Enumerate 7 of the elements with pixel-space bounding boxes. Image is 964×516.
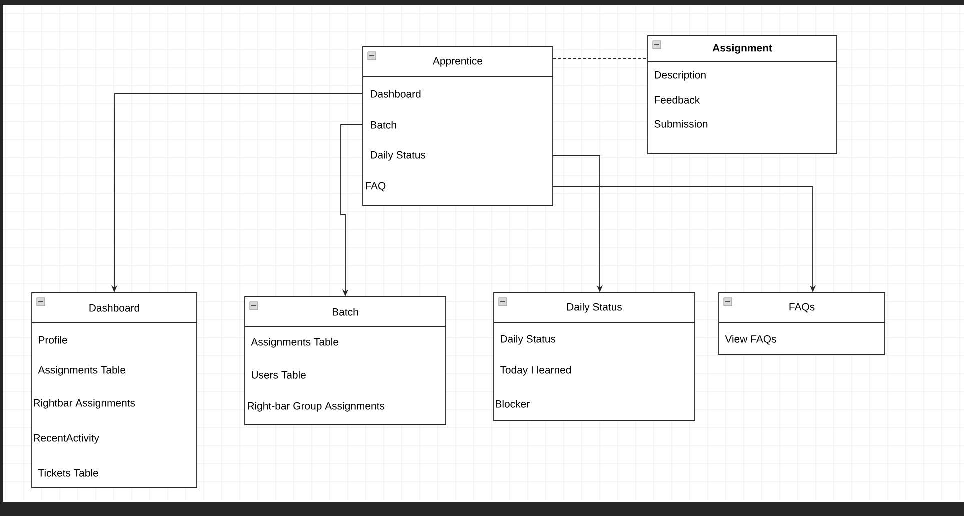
connector [553,58,648,60]
class-box: Apprentice Dashboard Batch Daily Status FAQ [362,46,554,206]
class-box: FAQs View FAQs [718,292,886,356]
class-box: Dashboard Profile Assignments Table Rightbar Assignments RecentActivity Tickets Table [32,292,198,488]
class-box: Assignment Description Feedback Submission [648,36,838,154]
class-box: Batch Assignments Table Users Table Right-bar Group Assignments [244,296,446,426]
class-box: Daily Status Daily Status Today I learned Blocker [494,292,696,422]
